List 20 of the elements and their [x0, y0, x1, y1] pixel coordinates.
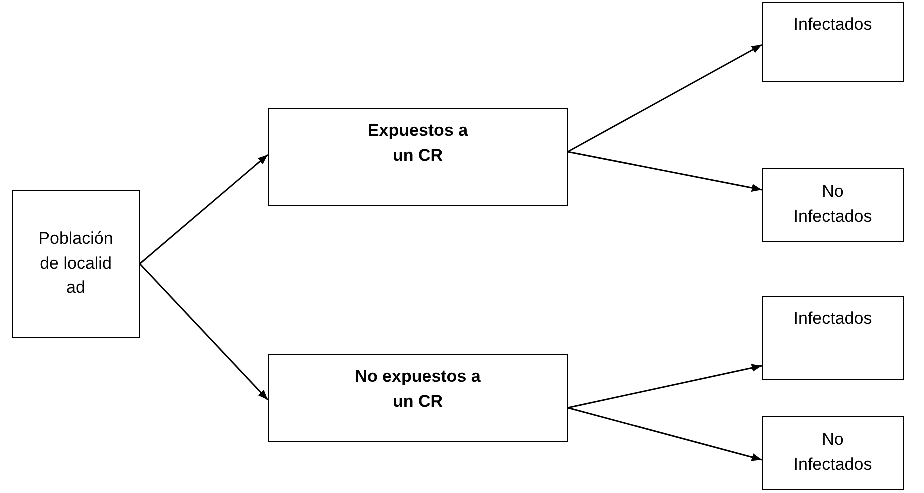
process-box	[762, 2, 904, 82]
arrow	[568, 44, 762, 153]
box-label: No Infectados	[792, 181, 874, 228]
process-box	[762, 416, 904, 490]
process-box	[12, 190, 140, 338]
arrow	[140, 154, 268, 265]
arrow	[568, 151, 762, 192]
arrow	[568, 364, 762, 409]
process-box	[268, 108, 568, 206]
process-box	[762, 296, 904, 380]
box-label: Infectados	[794, 14, 872, 36]
box-label: No expuestos a un CR	[354, 366, 482, 413]
process-box	[268, 354, 568, 442]
arrow	[139, 263, 269, 401]
box-label: No Infectados	[792, 429, 874, 476]
arrow	[568, 407, 762, 462]
box-label: Infectados	[794, 308, 872, 330]
box-label: Población de localidad	[38, 228, 114, 300]
box-label: Expuestos a un CR	[366, 120, 470, 167]
process-box	[762, 168, 904, 242]
